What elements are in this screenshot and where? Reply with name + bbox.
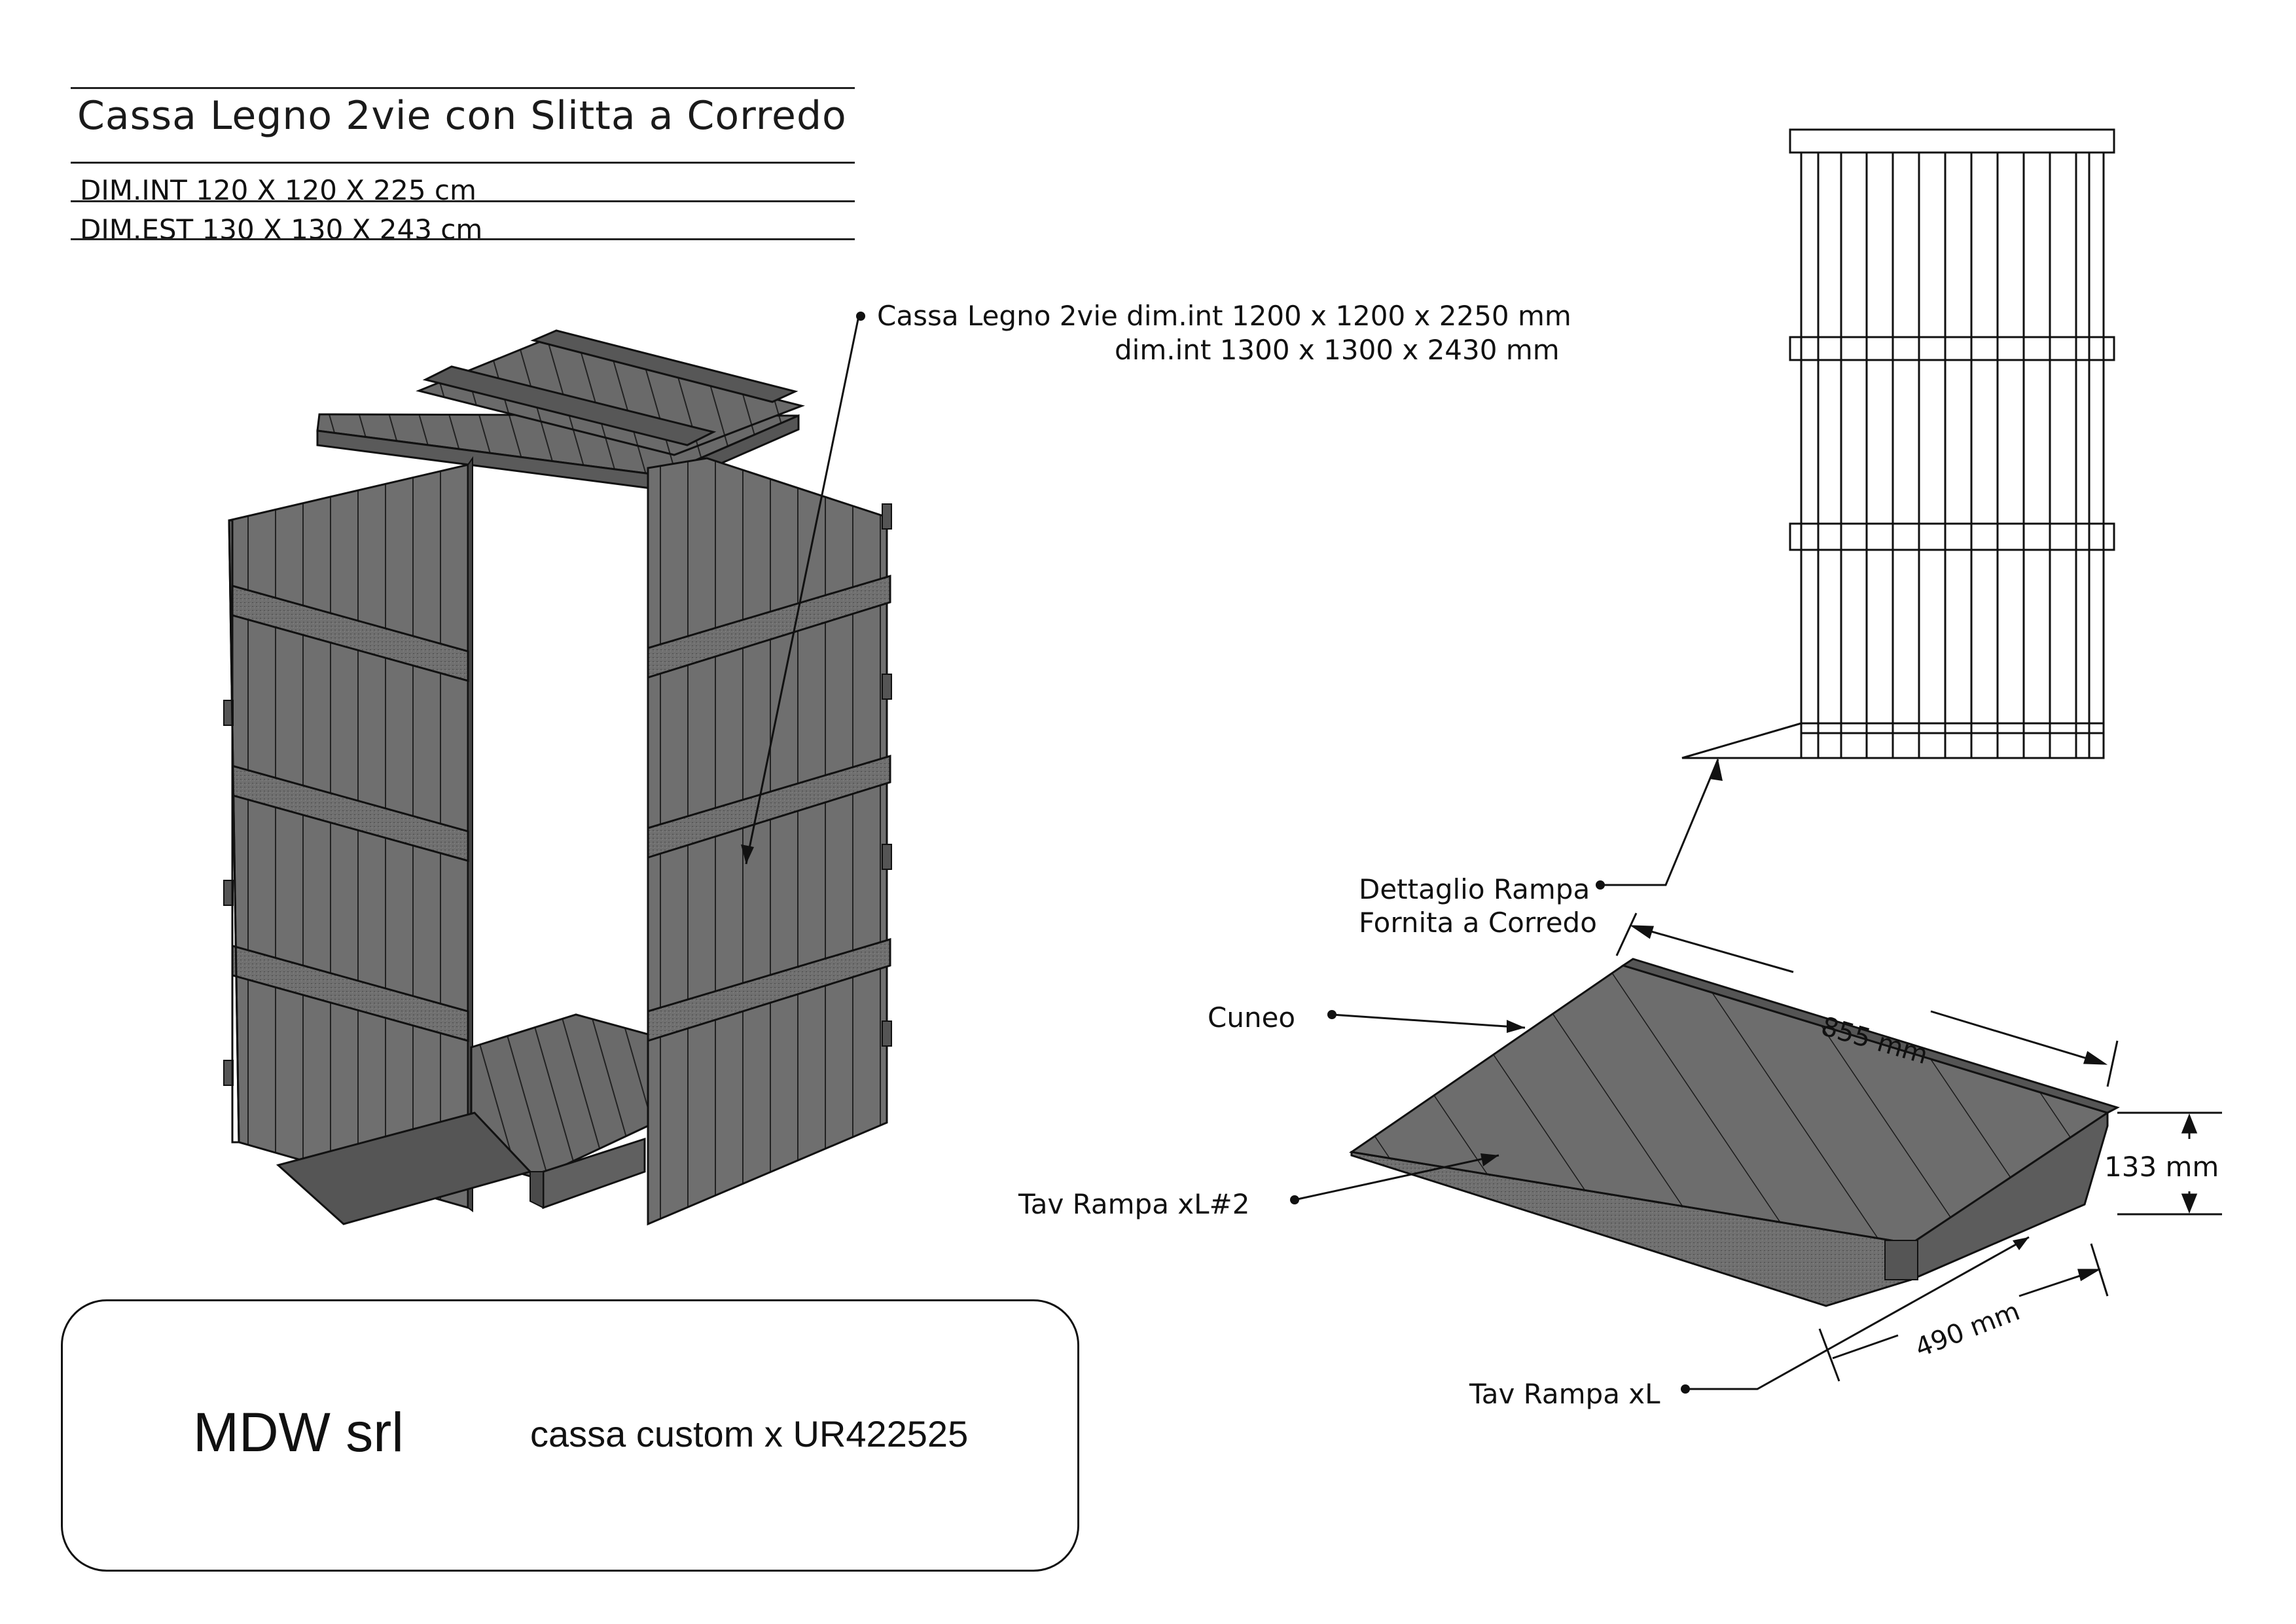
crate-exploded-view bbox=[223, 329, 892, 1226]
tav-rampa-xl2-leader bbox=[1290, 1153, 1499, 1204]
tav-rampa-xl-label: Tav Rampa xL bbox=[1469, 1378, 1660, 1410]
box-label-leader bbox=[741, 312, 865, 865]
ramp-detail-label-line1: Dettaglio Rampa bbox=[1359, 873, 1590, 905]
dimension-width bbox=[1818, 1243, 2109, 1382]
crate-spec-label-line2: dim.int 1300 x 1300 x 2430 mm bbox=[1115, 334, 1560, 366]
height-dimension-label: 133 mm bbox=[2104, 1151, 2219, 1183]
dimension-length bbox=[1615, 912, 2119, 1087]
crate-left-wall bbox=[223, 456, 473, 1212]
tav-rampa-xl-leader bbox=[1681, 1236, 2030, 1394]
title-rule-top bbox=[71, 87, 855, 89]
ramp-detail-leader bbox=[1596, 759, 1723, 890]
crate-right-wall bbox=[647, 457, 892, 1226]
cuneo-label: Cuneo bbox=[1208, 1001, 1296, 1034]
company-name: MDW srl bbox=[193, 1401, 404, 1463]
drawing-title: Cassa Legno 2vie con Slitta a Corredo bbox=[77, 93, 847, 139]
dim-rule-1 bbox=[71, 200, 855, 202]
tav-rampa-xl2-label: Tav Rampa xL#2 bbox=[1018, 1188, 1250, 1220]
company-info-box bbox=[61, 1299, 1079, 1572]
title-rule-bottom bbox=[71, 162, 855, 164]
crate-side-view bbox=[1681, 128, 2115, 759]
dim-rule-2 bbox=[71, 238, 855, 240]
ramp-isometric-view bbox=[1349, 958, 2120, 1307]
dimension-height bbox=[2117, 1111, 2222, 1216]
crate-base-slide bbox=[276, 1013, 649, 1225]
cuneo-leader bbox=[1327, 1010, 1526, 1033]
company-subtitle: cassa custom x UR422525 bbox=[530, 1413, 969, 1454]
ramp-detail-label-line2: Fornita a Corredo bbox=[1359, 907, 1597, 939]
crate-spec-label-line1: Cassa Legno 2vie dim.int 1200 x 1200 x 2… bbox=[877, 300, 1571, 332]
